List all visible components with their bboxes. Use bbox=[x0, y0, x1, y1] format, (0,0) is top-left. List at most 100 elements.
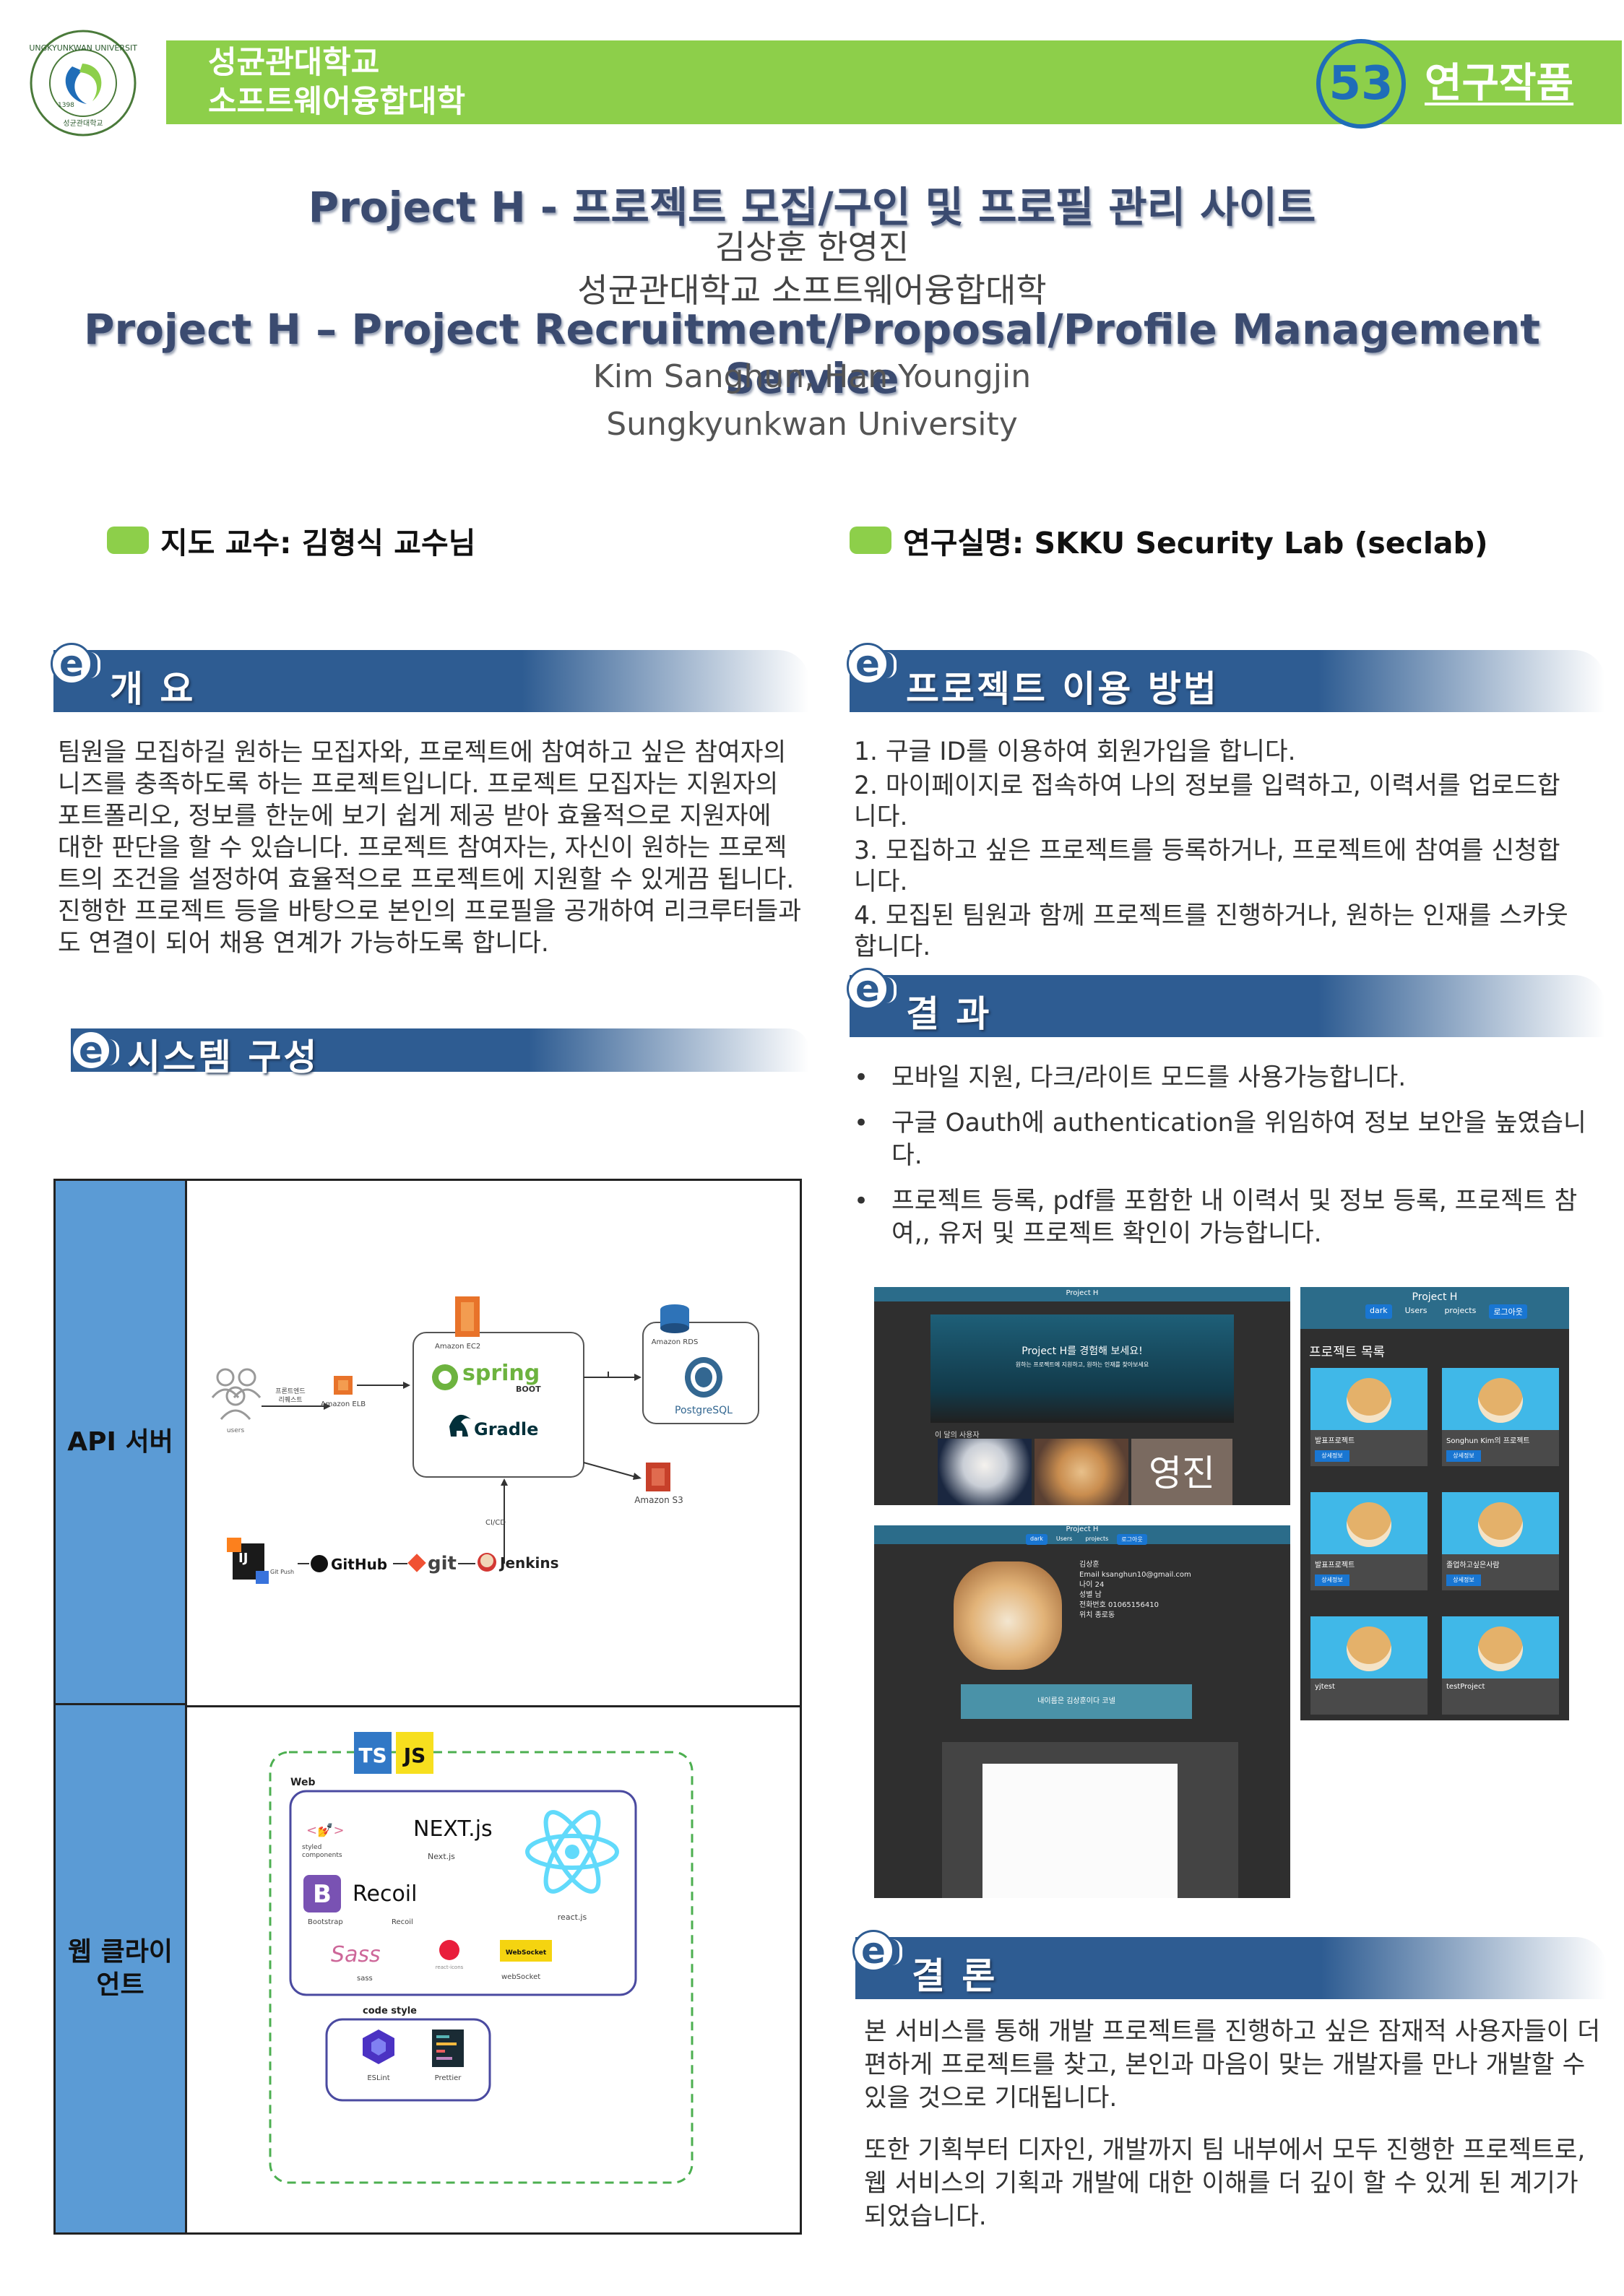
doge-icon bbox=[1442, 1368, 1559, 1430]
poster-number-badge: 53 bbox=[1316, 39, 1406, 129]
e-logo-icon: e bbox=[852, 1930, 902, 1972]
react-icons-label: react-icons bbox=[436, 1964, 464, 1970]
styled-components-icon: <💅> bbox=[306, 1823, 345, 1838]
user-photo bbox=[1035, 1439, 1128, 1505]
profile-info: 김상훈 Email ksanghun10@gmail.com 나이 24 성별 … bbox=[1079, 1560, 1191, 1621]
doge-icon bbox=[1442, 1616, 1559, 1678]
authors-english: Kim Sanghun, Han Youngjin bbox=[592, 358, 1032, 395]
tab-projects[interactable]: projects bbox=[1085, 1535, 1109, 1542]
nextjs-label: Next.js bbox=[428, 1852, 455, 1861]
project-name: 발표프로젝트 bbox=[1315, 1437, 1355, 1445]
amazon-rds-icon bbox=[660, 1304, 689, 1333]
section-header-results: e 결 과 bbox=[847, 968, 1605, 1037]
project-card[interactable]: 발표프로젝트 상세정보 bbox=[1310, 1368, 1428, 1466]
user-photo bbox=[938, 1439, 1032, 1505]
title-english: Project H – Project Recruitment/Proposal… bbox=[83, 305, 1541, 403]
styled-label-2: components bbox=[302, 1852, 342, 1859]
org-line-1: 성균관대학교 bbox=[208, 45, 380, 81]
postgresql-icon bbox=[685, 1357, 722, 1398]
ec2-box bbox=[413, 1332, 584, 1478]
project-card[interactable]: Songhun Kim의 프로젝트 상세정보 bbox=[1442, 1368, 1559, 1466]
web-client-label-line2: 언트 bbox=[96, 1970, 144, 2000]
conclusion-paragraph: 본 서비스를 통해 개발 프로젝트를 진행하고 싶은 잠재적 사용자들이 더 편… bbox=[864, 2017, 1601, 2113]
tab-users[interactable]: Users bbox=[1055, 1535, 1073, 1542]
project-name: 발표프로젝트 bbox=[1315, 1561, 1355, 1569]
profile-field: 성별 남 bbox=[1079, 1591, 1102, 1599]
web-client-diagram: TS JS Web <💅> styled components NEXT.js … bbox=[269, 1732, 694, 2184]
advisor-info: 지도 교수: 김형식 교수님 bbox=[107, 519, 475, 562]
jenkins-label: Jenkins bbox=[498, 1554, 559, 1572]
rds-label: Amazon RDS bbox=[652, 1338, 699, 1346]
profile-field: Email ksanghun10@gmail.com bbox=[1079, 1571, 1191, 1579]
git-label: git bbox=[428, 1553, 457, 1574]
section-header-conclusion: e 결 론 bbox=[852, 1930, 1607, 1999]
section-header-usage: e 프로젝트 이용 방법 bbox=[847, 643, 1605, 712]
frontend-request-label-2: 리퀘스트 bbox=[278, 1396, 302, 1404]
nav-tabs: dark Users projects 로그아웃 bbox=[1365, 1304, 1527, 1319]
university-english: Sungkyunkwan University bbox=[606, 406, 1018, 443]
section-header-overview: e 개 요 bbox=[51, 643, 809, 712]
e-logo-icon: e bbox=[51, 643, 100, 685]
javascript-icon bbox=[396, 1732, 433, 1774]
websocket-icon bbox=[500, 1940, 552, 1962]
bootstrap-icon bbox=[303, 1875, 341, 1912]
project-name: 졸업하고싶은사람 bbox=[1446, 1561, 1500, 1569]
advisor-text: 지도 교수: 김형식 교수님 bbox=[160, 526, 476, 560]
api-server-diagram: users 프론트엔드 리퀘스트 Amazon ELB Amazon EC2 s… bbox=[211, 1296, 759, 1584]
tab-logout[interactable]: 로그아웃 bbox=[1117, 1534, 1147, 1545]
gradle-icon bbox=[449, 1414, 471, 1437]
conclusion-text: 본 서비스를 통해 개발 프로젝트를 진행하고 싶은 잠재적 사용자들이 더 편… bbox=[864, 2015, 1604, 2252]
ec2-label: Amazon EC2 bbox=[435, 1343, 480, 1351]
bullet-chip bbox=[107, 527, 149, 554]
screenshot-project-list: Project H dark Users projects 로그아웃 프로젝트 … bbox=[1300, 1287, 1569, 1720]
amazon-s3-icon bbox=[646, 1463, 670, 1491]
nav-tabs: dark Users projects 로그아웃 bbox=[1026, 1534, 1147, 1545]
section-title: 결 과 bbox=[906, 993, 992, 1035]
detail-button[interactable]: 상세정보 bbox=[1315, 1574, 1349, 1586]
project-card[interactable]: 발표프로젝트 상세정보 bbox=[1310, 1492, 1428, 1590]
web-client-label: 웹 클라이 언트 bbox=[56, 1705, 187, 2232]
react-icons-icon bbox=[439, 1940, 459, 1960]
university-seal-icon: SUNGKYUNKWAN UNIVERSITY 1398 성균관대학교 bbox=[29, 30, 137, 137]
result-item: 모바일 지원, 다크/라이트 모드를 사용가능합니다. bbox=[854, 1062, 1598, 1094]
detail-button[interactable]: 상세정보 bbox=[1315, 1450, 1349, 1462]
tab-dark[interactable]: dark bbox=[1026, 1534, 1048, 1545]
bootstrap-label: Bootstrap bbox=[308, 1918, 343, 1926]
e-logo-icon: e bbox=[847, 968, 897, 1010]
seal-korean: 성균관대학교 bbox=[63, 119, 103, 128]
project-card[interactable]: yjtest bbox=[1310, 1616, 1428, 1715]
divider bbox=[187, 1705, 802, 1707]
intellij-icon bbox=[227, 1538, 269, 1584]
usage-step: 2. 마이페이지로 접속하여 나의 정보를 입력하고, 이력서를 업로드합니다. bbox=[854, 771, 1560, 831]
detail-button[interactable]: 상세정보 bbox=[1446, 1574, 1481, 1586]
typescript-icon bbox=[354, 1732, 392, 1774]
tab-users[interactable]: Users bbox=[1404, 1306, 1428, 1315]
sass-icon: Sass bbox=[331, 1942, 381, 1967]
seal-year: 1398 bbox=[58, 102, 74, 109]
doge-icon bbox=[1310, 1368, 1428, 1430]
project-card[interactable]: testProject bbox=[1442, 1616, 1559, 1715]
usage-steps: 1. 구글 ID를 이용하여 회원가입을 합니다. 2. 마이페이지로 접속하여… bbox=[854, 737, 1576, 966]
code-style-box bbox=[325, 2018, 491, 2102]
lab-text: 연구실명: SKKU Security Lab (seclab) bbox=[903, 526, 1488, 560]
amazon-elb-icon bbox=[334, 1376, 353, 1395]
elb-label: Amazon ELB bbox=[321, 1400, 366, 1408]
users-icon bbox=[211, 1368, 262, 1420]
doge-icon bbox=[1442, 1492, 1559, 1554]
project-card[interactable]: 졸업하고싶은사람 상세정보 bbox=[1442, 1492, 1559, 1590]
e-logo-icon: e bbox=[847, 643, 897, 685]
usage-step: 1. 구글 ID를 이용하여 회원가입을 합니다. bbox=[854, 737, 1296, 766]
nextjs-icon: NEXT.js bbox=[413, 1816, 493, 1842]
hero-subtitle: 원하는 프로젝트에 지원하고, 원하는 인재를 찾아보세요 bbox=[1015, 1361, 1149, 1368]
tab-projects[interactable]: projects bbox=[1444, 1306, 1477, 1315]
detail-button[interactable]: 상세정보 bbox=[1446, 1450, 1481, 1462]
recoil-icon: Recoil bbox=[353, 1881, 417, 1907]
github-icon bbox=[311, 1555, 328, 1572]
sass-label: sass bbox=[357, 1975, 373, 1983]
cicd-label: CI/CD bbox=[485, 1519, 506, 1527]
tab-logout[interactable]: 로그아웃 bbox=[1489, 1304, 1527, 1319]
github-label: GitHub bbox=[331, 1556, 387, 1573]
profile-photo bbox=[954, 1561, 1062, 1670]
project-name: testProject bbox=[1446, 1683, 1485, 1691]
tab-dark[interactable]: dark bbox=[1365, 1304, 1392, 1319]
